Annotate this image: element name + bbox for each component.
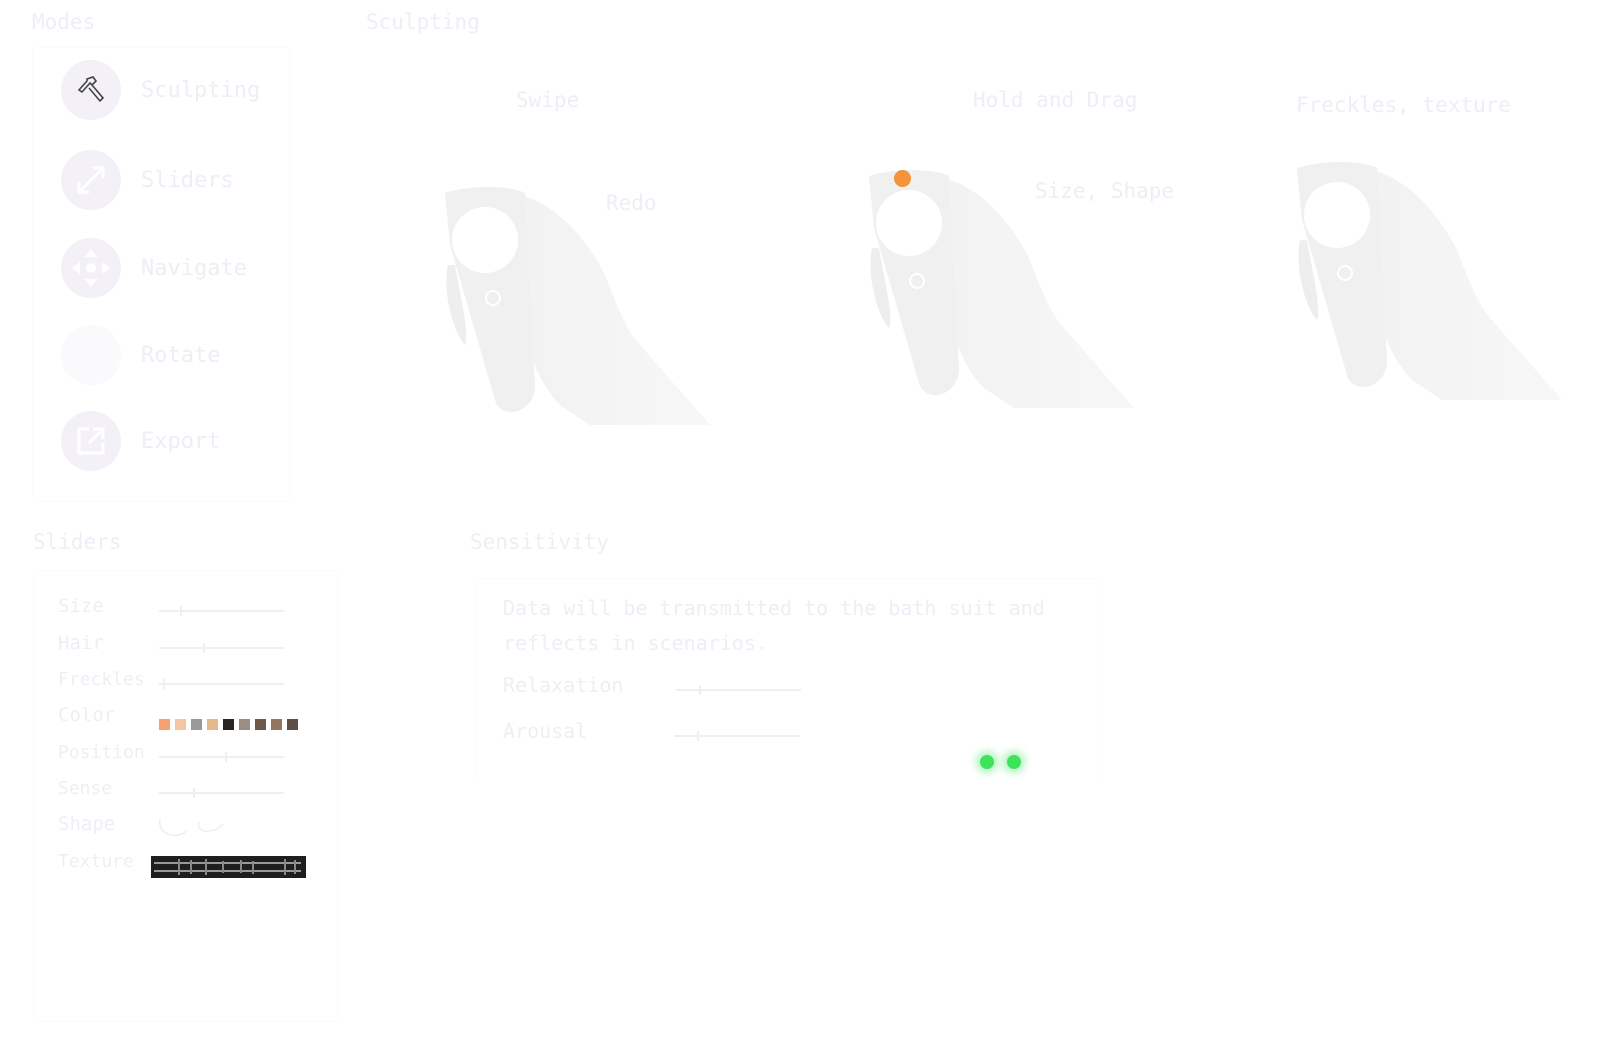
slider-thumb[interactable]	[180, 606, 183, 616]
sensitivity-label-relaxation: Relaxation	[503, 673, 624, 697]
size-slider[interactable]	[159, 606, 284, 616]
modes-panel: Sculpting Sliders Navigate Rotate Export	[32, 47, 290, 502]
slider-label-hair: Hair	[58, 632, 104, 654]
hand-controller-illustration-swipe	[444, 186, 711, 426]
color-swatch[interactable]	[223, 719, 234, 730]
rotate-icon	[61, 325, 121, 385]
sculpting-title: Sculpting	[366, 10, 480, 34]
sensitivity-description: Data will be transmitted to the bath sui…	[503, 596, 1045, 655]
arousal-slider[interactable]	[674, 731, 799, 741]
slider-label-position: Position	[58, 742, 145, 763]
label-redo: Redo	[606, 191, 657, 215]
freckles-slider[interactable]	[159, 679, 284, 689]
color-swatch[interactable]	[271, 719, 282, 730]
color-swatch[interactable]	[175, 719, 186, 730]
status-indicator-green	[1007, 755, 1021, 769]
slider-thumb[interactable]	[192, 788, 195, 798]
slider-thumb[interactable]	[225, 752, 228, 762]
texture-waveform-selector[interactable]	[151, 856, 306, 878]
color-swatch[interactable]	[255, 719, 266, 730]
status-indicator-green	[980, 755, 994, 769]
slider-thumb[interactable]	[162, 679, 165, 689]
sensitivity-panel: Data will be transmitted to the bath sui…	[475, 578, 1102, 779]
sense-slider[interactable]	[159, 788, 284, 798]
mode-sliders[interactable]: Sliders	[61, 150, 234, 210]
slider-label-freckles: Freckles	[58, 669, 145, 690]
slider-label-shape: Shape	[58, 813, 116, 835]
mode-export[interactable]: Export	[61, 411, 220, 471]
sliders-title: Sliders	[33, 530, 122, 554]
mode-sculpting[interactable]: Sculpting	[61, 60, 260, 120]
export-icon	[61, 411, 121, 471]
hair-slider[interactable]	[159, 643, 284, 653]
relaxation-slider[interactable]	[676, 685, 801, 695]
slider-label-size: Size	[58, 595, 104, 617]
slider-thumb[interactable]	[202, 643, 205, 653]
sensitivity-label-arousal: Arousal	[503, 719, 588, 743]
slider-thumb[interactable]	[698, 685, 701, 695]
move-arrows-icon	[61, 238, 121, 298]
label-swipe: Swipe	[516, 88, 580, 112]
sliders-panel: Size Hair Freckles Color Position Sense …	[33, 570, 338, 1022]
color-swatch[interactable]	[287, 719, 298, 730]
slider-label-sense: Sense	[58, 778, 113, 799]
slider-label-color: Color	[58, 704, 116, 726]
hammer-icon	[61, 60, 121, 120]
expand-arrows-icon	[61, 150, 121, 210]
color-swatch[interactable]	[239, 719, 250, 730]
position-slider[interactable]	[159, 752, 284, 762]
color-swatches	[159, 715, 303, 734]
color-swatch[interactable]	[207, 719, 218, 730]
color-swatch[interactable]	[191, 719, 202, 730]
orange-touch-indicator	[894, 170, 911, 187]
color-swatch[interactable]	[159, 719, 170, 730]
modes-title: Modes	[32, 10, 96, 34]
hand-controller-illustration-hold	[868, 169, 1135, 409]
slider-label-texture: Texture	[58, 851, 134, 872]
label-hold-drag: Hold and Drag	[973, 88, 1138, 112]
sensitivity-title: Sensitivity	[470, 530, 610, 554]
label-size-shape: Size, Shape	[1035, 179, 1175, 203]
mode-rotate[interactable]: Rotate	[61, 325, 220, 385]
slider-thumb[interactable]	[696, 731, 699, 741]
hand-controller-illustration-texture	[1296, 161, 1563, 401]
mode-navigate[interactable]: Navigate	[61, 238, 247, 298]
shape-options[interactable]	[157, 816, 227, 841]
label-freckles-texture: Freckles, texture	[1296, 93, 1511, 117]
